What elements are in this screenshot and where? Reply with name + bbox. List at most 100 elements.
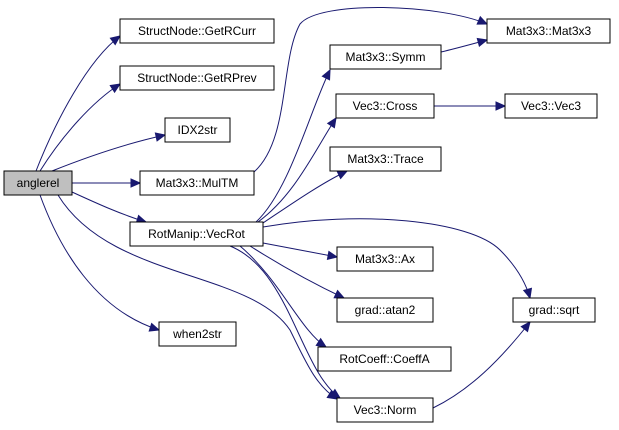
node-trace[interactable]: Mat3x3::Trace [329,146,442,172]
edge-line [249,245,345,299]
edge-symm-to-mat3x3 [440,37,489,53]
node-label: anglerel [17,176,60,190]
edge-line [255,69,331,223]
edge-vecrot-to-ax [262,242,339,260]
node-anglerel[interactable]: anglerel [3,170,73,196]
node-ax[interactable]: Mat3x3::Ax [336,246,434,272]
arrowhead [326,250,339,260]
node-getrcurr[interactable]: StructNode::GetRCurr [119,18,275,44]
arrowhead [522,287,533,300]
edge-vecrot-to-coeffa [239,245,328,348]
node-label: Mat3x3::Trace [347,152,424,166]
arrowhead [326,116,337,129]
call-graph-edges [35,6,533,409]
edge-anglerel-to-when2str [39,194,161,332]
edge-line [253,6,488,173]
node-atan2[interactable]: grad::atan2 [336,297,434,323]
node-box [139,170,255,196]
edge-anglerel-to-multm [72,178,142,188]
node-label: Mat3x3::Symm [345,50,425,64]
node-label: Mat3x3::MulTM [156,176,239,190]
call-graph-nodes: anglerel StructNode::GetRCurrStructNode::… [3,18,611,423]
arrowhead [336,170,349,180]
node-box [317,346,452,372]
edge-line [39,194,160,331]
node-vecrot[interactable]: RotManip::VecRot [129,221,264,247]
edge-anglerel-to-getrcurr [35,35,121,172]
edge-line [51,134,166,172]
node-mat3x3[interactable]: Mat3x3::Mat3x3 [486,18,611,44]
arrowhead [520,321,531,333]
node-box [336,246,434,272]
edge-line [71,191,147,223]
node-getrprev[interactable]: StructNode::GetRPrev [119,65,275,91]
arrowhead [130,178,142,188]
node-box [335,93,435,119]
edge-line [262,218,531,299]
node-when2str[interactable]: when2str [158,321,237,347]
node-box [512,297,596,323]
node-label: Mat3x3::Ax [355,252,415,266]
edge-line [39,83,121,172]
arrowhead [109,35,121,46]
node-coeffa[interactable]: RotCoeff::CoeffA [317,346,452,372]
edge-line [257,117,337,223]
node-label: RotCoeff::CoeffA [339,352,429,366]
edge-multm-to-mat3x3 [253,6,489,173]
node-multm[interactable]: Mat3x3::MulTM [139,170,255,196]
node-label: IDX2str [177,123,217,137]
edge-anglerel-to-getrprev [39,83,122,172]
node-box [158,321,237,347]
edge-cross-to-vec3 [434,101,507,111]
node-idx2str[interactable]: IDX2str [164,117,231,143]
edge-line [262,242,338,258]
node-label: grad::atan2 [355,303,416,317]
node-sqrt[interactable]: grad::sqrt [512,297,596,323]
node-box [164,117,231,143]
edge-vecrot-to-sqrt [262,218,533,300]
edge-vecrot-to-cross [257,116,337,223]
arrowhead [495,101,507,111]
node-box [486,18,611,44]
node-box [329,146,442,172]
node-label: Vec3::Norm [354,403,417,417]
node-box [336,397,434,423]
edge-line [239,245,327,348]
node-box [504,93,598,119]
node-label: Mat3x3::Mat3x3 [506,24,592,38]
edge-norm-to-sqrt [432,321,531,409]
node-label: Vec3::Vec3 [521,99,581,113]
edge-line [57,194,338,400]
edge-anglerel-to-idx2str [51,132,167,172]
edge-vecrot-to-symm [255,68,331,223]
node-box [336,297,434,323]
edge-line [229,245,341,399]
arrowhead [476,37,489,48]
node-label: RotManip::VecRot [148,227,245,241]
arrowhead [109,83,122,94]
node-label: Vec3::Cross [353,99,418,113]
node-box [129,221,264,247]
edge-anglerel-to-vecrot [71,191,148,224]
arrowhead [476,15,489,25]
arrowhead [329,388,342,399]
node-vec3[interactable]: Vec3::Vec3 [504,93,598,119]
node-box [329,44,442,70]
edge-line [35,35,121,172]
node-label: StructNode::GetRPrev [137,71,256,85]
node-box [3,170,73,196]
node-cross[interactable]: Vec3::Cross [335,93,435,119]
edge-vecrot-to-norm [229,245,342,399]
node-label: StructNode::GetRCurr [138,24,256,38]
arrowhead [333,289,346,299]
node-label: when2str [172,327,222,341]
arrowhead [321,68,331,81]
node-symm[interactable]: Mat3x3::Symm [329,44,442,70]
node-box [119,65,275,91]
arrowhead [154,132,167,142]
arrowhead [148,322,161,332]
edge-line [432,321,531,409]
node-box [119,18,275,44]
node-norm[interactable]: Vec3::Norm [336,397,434,423]
